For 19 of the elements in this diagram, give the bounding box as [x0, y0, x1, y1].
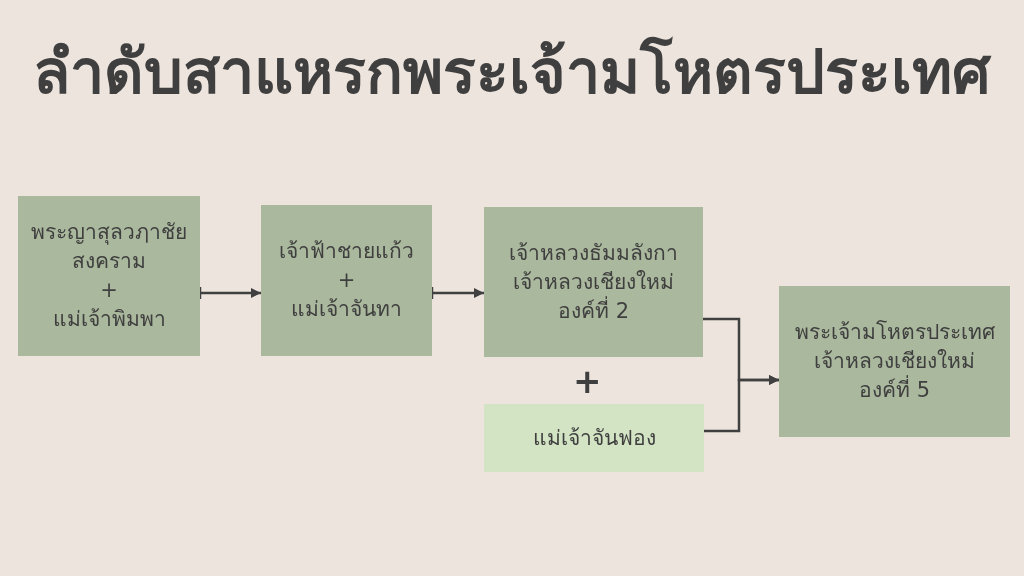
person-box	[261, 205, 432, 356]
title: ลำดับสาแหรกพระเจ้ามโหตรประเทศ	[32, 35, 993, 109]
person-box	[484, 404, 704, 472]
person-name: แม่เจ้าจันฟอง	[532, 424, 656, 452]
person-title: เจ้าหลวงเชียงใหม่องค์ที่ 5	[813, 348, 976, 404]
person-box	[484, 207, 703, 357]
plus-sign: +	[573, 364, 602, 398]
connector-arrow	[704, 375, 779, 433]
plus-sign: +	[337, 267, 356, 294]
person-box	[18, 196, 200, 356]
person-name: แม่เจ้าพิมพา	[52, 306, 166, 333]
plus-sign: +	[100, 277, 118, 304]
person-name: เจ้าฟ้าชายแก้ว	[279, 238, 414, 265]
person-name: พระญาสุลวฦาชัยสงคราม	[30, 219, 188, 275]
person-name: แม่เจ้าจันทา	[291, 296, 402, 323]
person-box	[779, 286, 1010, 437]
person-title: เจ้าหลวงเชียงใหม่องค์ที่ 2	[512, 268, 675, 325]
person-name: เจ้าหลวงธัมมลังกา	[509, 239, 678, 267]
person-name: พระเจ้ามโหตรประเทศ	[794, 319, 995, 346]
